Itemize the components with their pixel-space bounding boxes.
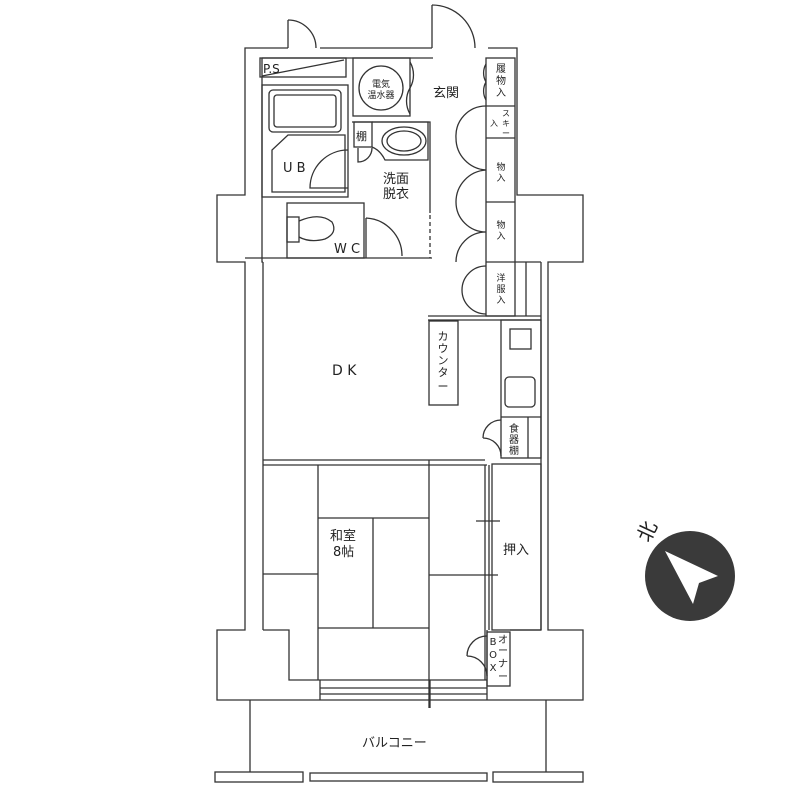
water-heater-icon — [358, 65, 404, 111]
japanese-room-tatami — [263, 459, 500, 708]
shelf-label: 棚 — [356, 129, 367, 143]
wardrobe-label: 洋 — [496, 272, 505, 284]
entrance-label: 玄関 — [433, 86, 459, 101]
japanese-room-label: 和室 — [330, 528, 356, 544]
owner-box-label: ー — [498, 646, 508, 657]
cupboard-label: 器 — [509, 434, 519, 446]
sink-icon — [504, 376, 536, 408]
washroom-label: 脱衣 — [383, 186, 409, 202]
owner-box — [486, 631, 511, 687]
wc-label: W C — [334, 242, 360, 257]
counter-label: ー — [438, 380, 449, 393]
shoe-storage-label: 履 — [496, 63, 506, 75]
north-compass: 北 — [632, 517, 735, 621]
ski-storage-label: キ — [502, 119, 510, 128]
owner-box-label: B — [490, 637, 497, 648]
storage-label: 入 — [496, 173, 505, 184]
washroom-label: 洗面 — [383, 172, 409, 187]
cupboard-label: 棚 — [509, 444, 519, 457]
dk-label: D K — [332, 363, 357, 379]
washroom-door[interactable] — [357, 147, 373, 163]
stove-icon — [509, 328, 532, 350]
storage-label: 物 — [496, 219, 505, 231]
counter-label: ウ — [438, 342, 449, 355]
ski-storage-label: ー — [502, 129, 510, 138]
balcony-label: バルコニー — [362, 736, 427, 751]
north-arrow-icon — [665, 551, 718, 604]
entrance-door[interactable] — [431, 4, 476, 49]
ps-label: P.S — [263, 62, 280, 76]
balcony — [214, 700, 584, 783]
owner-box-label: O — [489, 650, 497, 661]
owner-box-label: X — [490, 663, 497, 674]
counter-label: カ — [438, 330, 449, 343]
kitchen — [482, 319, 542, 459]
shoe-storage-label: 入 — [496, 88, 506, 99]
storage-label: 入 — [496, 231, 505, 242]
north-label: 北 — [632, 517, 662, 545]
owner-box-label: ー — [498, 672, 508, 683]
wardrobe-label: 入 — [496, 295, 505, 306]
shoe-storage-label: 物 — [496, 74, 506, 87]
counter-label: ン — [438, 354, 449, 367]
unit-bath — [261, 84, 349, 198]
bath-door[interactable] — [309, 149, 349, 189]
owner-box-label: オ — [498, 634, 508, 646]
counter-label: タ — [438, 366, 449, 379]
cupboard-label: 食 — [509, 422, 519, 435]
ps-door[interactable] — [287, 19, 317, 49]
closet-label: 押入 — [503, 543, 529, 558]
storage-label: 物 — [496, 161, 505, 173]
washbasin-counter — [371, 121, 429, 161]
water-heater-label: 電気 — [372, 78, 390, 90]
japanese-room-label: 8帖 — [333, 545, 354, 560]
storage-column — [455, 57, 541, 317]
counter-box — [428, 320, 459, 406]
unit-bath-label: U B — [283, 161, 306, 176]
water-heater-label: 温水器 — [367, 89, 394, 101]
wc-door[interactable] — [365, 217, 403, 257]
ski-storage-label: 入 — [490, 119, 498, 128]
toilet-icon — [298, 216, 335, 242]
wardrobe-label: 服 — [496, 284, 505, 295]
closet-box — [491, 463, 542, 631]
owner-box-label: ナ — [498, 658, 508, 670]
ski-storage-label: ス — [502, 109, 510, 118]
outer-walls — [216, 47, 584, 708]
ps-box — [259, 57, 347, 78]
washbasin-icon — [381, 126, 427, 156]
